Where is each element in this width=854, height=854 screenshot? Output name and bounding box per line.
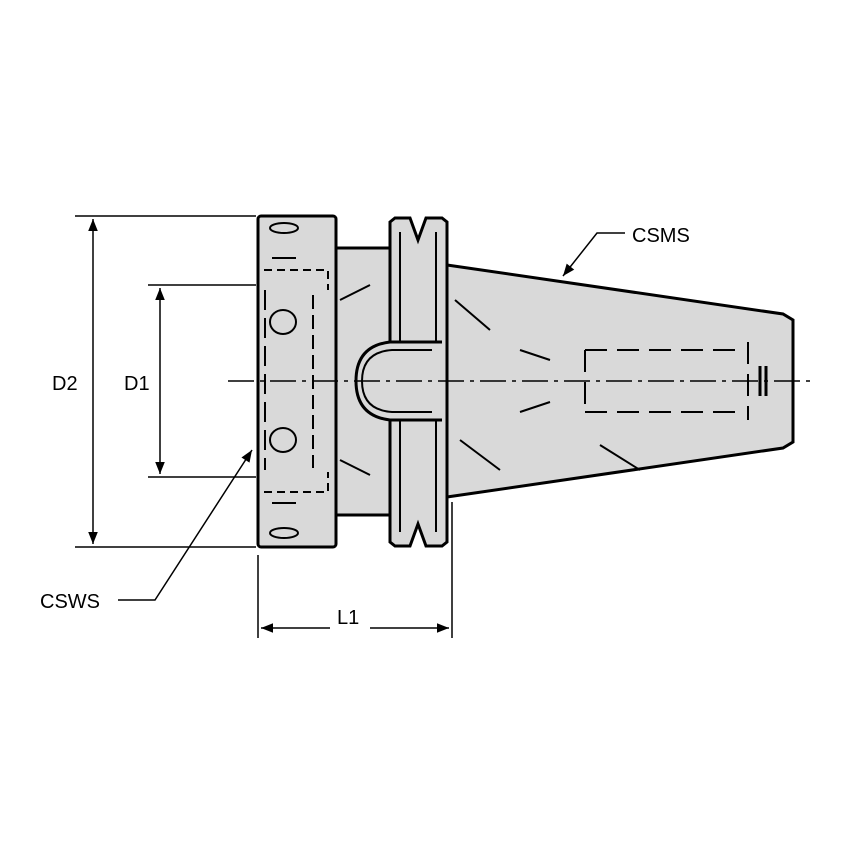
d2-label: D2 [52, 373, 78, 395]
csms-label: CSMS [632, 225, 690, 247]
csws-leader [118, 449, 253, 601]
l1-label: L1 [337, 607, 359, 629]
d1-label: D1 [124, 373, 150, 395]
csms-leader [562, 232, 625, 277]
csws-label: CSWS [40, 591, 100, 613]
